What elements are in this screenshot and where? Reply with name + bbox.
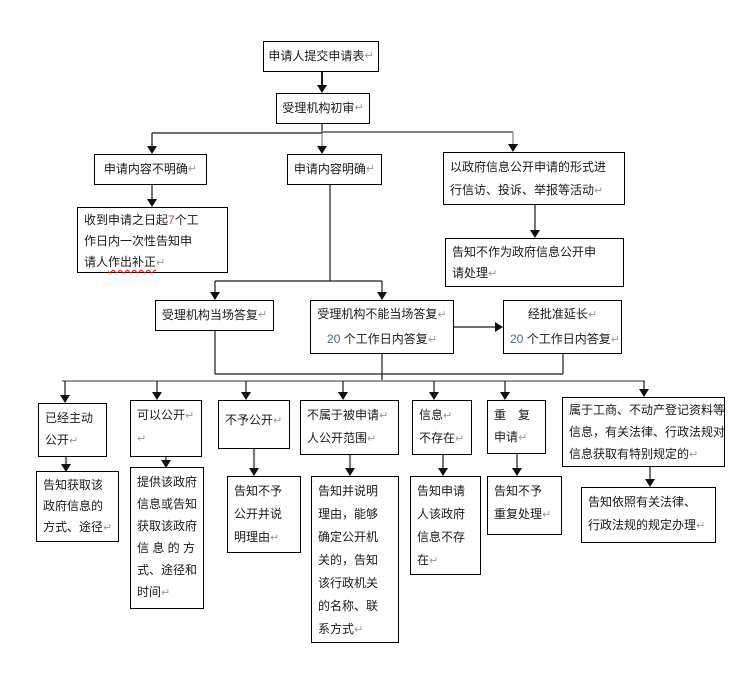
node-content-unclear: 申请内容不明确↵ — [94, 154, 207, 185]
node-petition-complaint-form: 以政府信息公开申请的形式进行信访、投诉、举报等活动↵ — [443, 152, 625, 205]
node-not-treated-as-disclosure-request: 告知不作为政府信息公开申请处理↵ — [445, 238, 624, 287]
node-special-regulations: 属于工商、不动产登记资料等信息，有关法律、行政法规对信息获取有特别规定的↵ — [562, 397, 725, 467]
connector-petition-to-notify — [530, 204, 540, 238]
node-extended-20-days: 经批准延长↵20 个工作日内答复↵ — [503, 300, 622, 354]
node-notify-refusal-reason: 告知不予公开并说明理由↵ — [227, 476, 301, 553]
node-on-spot-reply: 受理机构当场答复↵ — [155, 300, 274, 331]
node-notify-follow-laws: 告知依照有关法律、行政法规的规定办理↵ — [581, 487, 716, 543]
connector-review-branches — [147, 123, 518, 154]
node-info-not-exist: 信息↵不存在↵ — [412, 400, 472, 455]
node-reply-within-20-days: 受理机构不能当场答复↵20 个工作日内答复↵ — [310, 300, 454, 354]
node-notify-correction-7-days: 收到申请之日起7个工作日内一次性告知申请人作出补正↵ — [77, 207, 228, 273]
node-repeated-application: 重 复申请↵ — [487, 400, 546, 454]
node-notify-explain-authority: 告知并说明理由，能够确定公开机关的，告知该行政机关的名称、联系方式↵ — [311, 476, 399, 643]
node-notify-access-method: 告知获取该政府信息的方式、途径↵ — [36, 471, 119, 542]
connector-reply20-to-extension — [454, 322, 503, 332]
node-notify-no-repeat: 告知不予重复处理↵ — [487, 476, 562, 535]
connector-clear-to-replies — [210, 184, 387, 300]
node-already-disclosed: 已经主动公开↵ — [38, 403, 107, 457]
node-notify-not-exist: 告知申请人该政府信息不存在↵ — [410, 476, 481, 575]
node-not-in-scope: 不属于被申请↵人公开范围↵ — [300, 400, 399, 455]
node-provide-info-or-notify: 提供该政府信息或告知获取该政府信 息 的 方式、途径和时间↵ — [130, 467, 204, 609]
node-submit-application: 申请人提交申请表↵ — [263, 41, 379, 72]
node-can-disclose: 可以公开↵↵ — [130, 400, 202, 457]
connector-unclear-to-correction — [147, 184, 157, 207]
connector-submit-to-review — [317, 72, 327, 93]
node-initial-review: 受理机构初审↵ — [276, 93, 370, 124]
node-no-disclosure: 不予公开↵ — [218, 400, 290, 449]
node-content-clear: 申请内容明确↵ — [287, 154, 382, 185]
